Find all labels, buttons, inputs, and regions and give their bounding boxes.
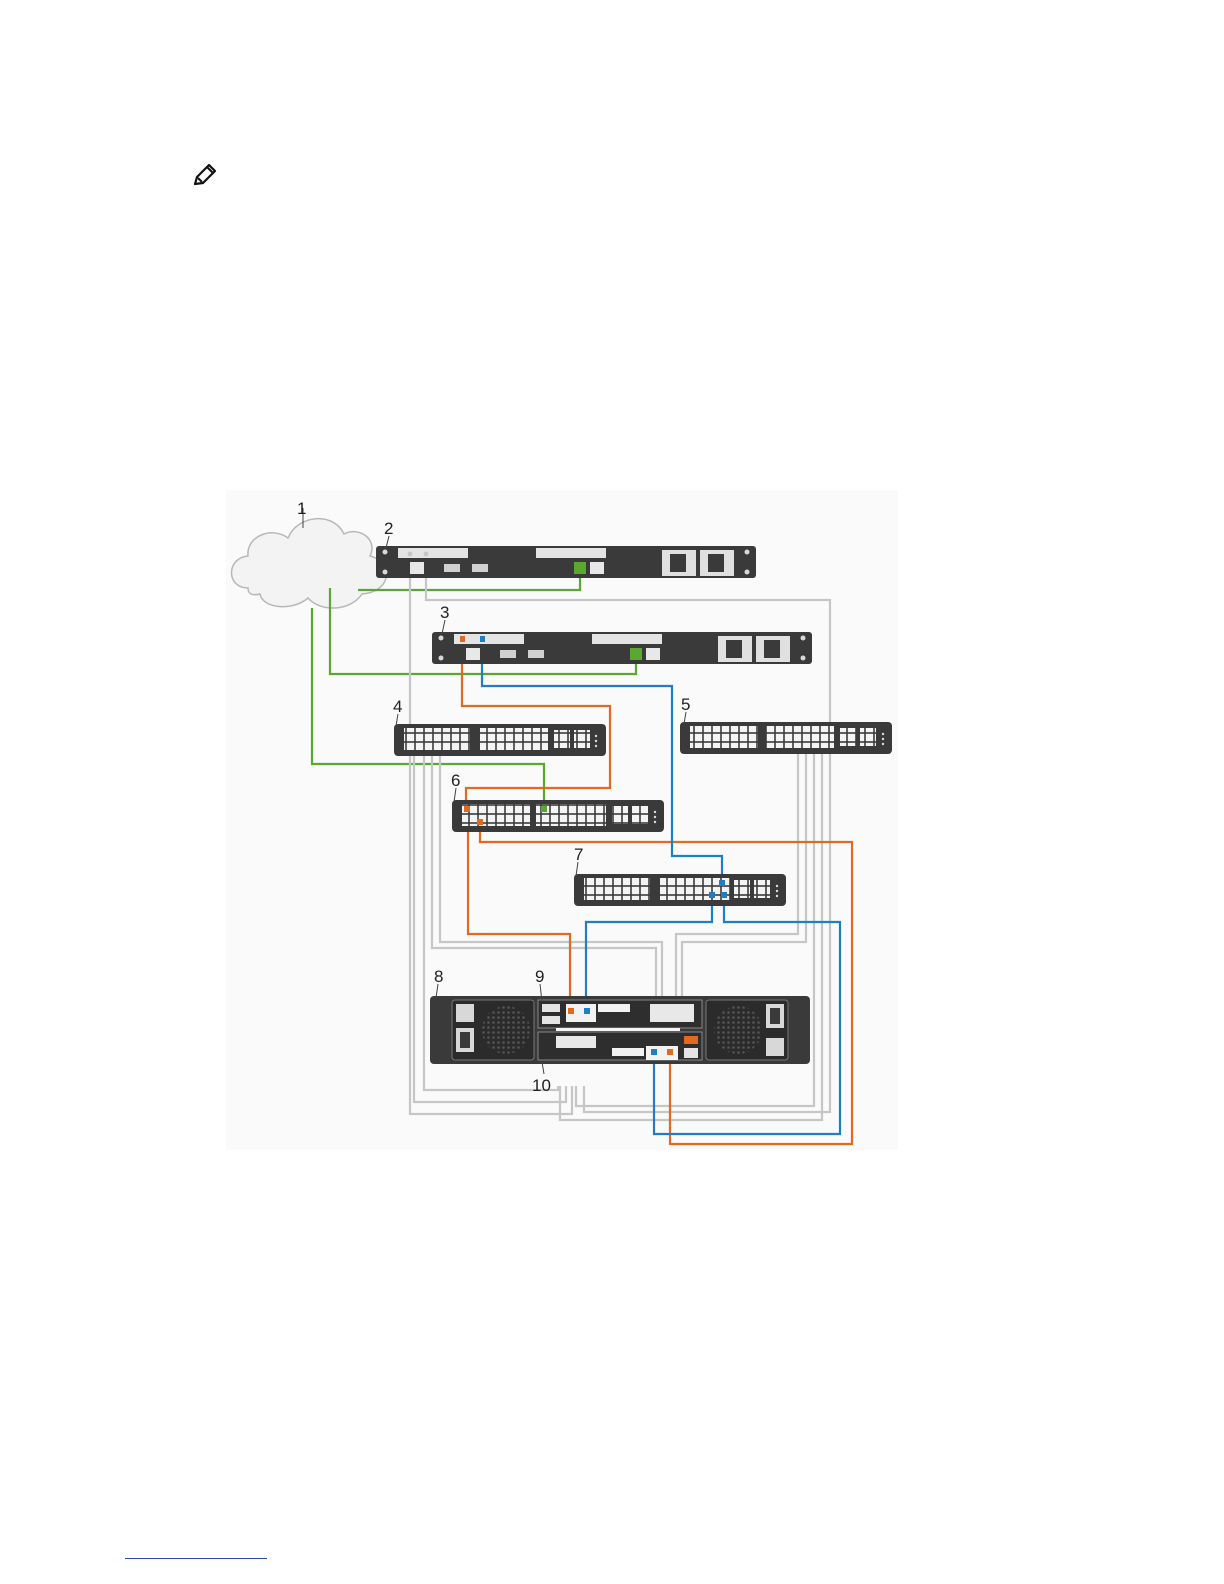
footer-link-rule [125, 1558, 267, 1559]
network-cabling-diagram: 1 2 3 4 5 6 7 8 9 10 [226, 490, 898, 1150]
callout-3: 3 [440, 603, 449, 622]
callout-1: 1 [297, 499, 306, 518]
callout-9: 9 [535, 967, 544, 986]
pencil-note-icon [192, 162, 220, 186]
network-switch-icon [394, 724, 606, 756]
callout-5: 5 [681, 695, 690, 714]
callout-6: 6 [451, 771, 460, 790]
callout-2: 2 [384, 519, 393, 538]
callout-10: 10 [532, 1076, 551, 1095]
callout-7: 7 [574, 845, 583, 864]
rack-server-icon [432, 632, 812, 664]
storage-array-icon [430, 996, 810, 1064]
network-switch-icon [680, 722, 892, 754]
callout-8: 8 [434, 967, 443, 986]
network-switch-icon [574, 874, 786, 906]
rack-server-icon [376, 546, 756, 578]
network-switch-icon [452, 800, 664, 832]
callout-4: 4 [393, 697, 402, 716]
